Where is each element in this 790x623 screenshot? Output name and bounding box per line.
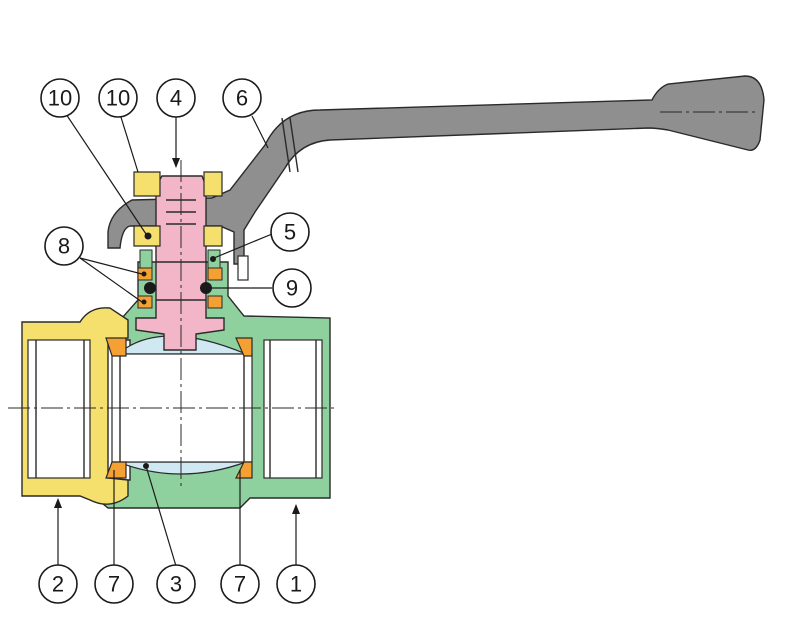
callout-4: 4: [156, 78, 196, 118]
handle-stop-tab: [237, 255, 249, 281]
leader-8b: [79, 257, 143, 303]
stem-nut: [133, 171, 223, 247]
nut-marker-dot: [144, 232, 152, 240]
callout-6: 6: [222, 78, 262, 118]
seats: [105, 337, 253, 479]
callout-10a: 10: [40, 78, 80, 118]
oring-upper-right: [207, 267, 223, 281]
leader-5: [213, 233, 273, 259]
handle-lever: [107, 75, 765, 265]
callout-8-label: 8: [58, 234, 70, 259]
body-right-port: [263, 339, 323, 479]
callout-4-label: 4: [170, 86, 182, 111]
stem-seals: [137, 249, 223, 309]
handle-break-line-a: [281, 117, 291, 173]
handle-break-line-b: [289, 117, 299, 173]
seat-top-left: [105, 337, 127, 357]
callouts: 10 10 4 6 8 5 9 2: [38, 78, 316, 604]
callout-6-label: 6: [236, 86, 248, 111]
leader-3: [145, 465, 177, 567]
leader-6: [251, 115, 269, 149]
callout-9-label: 9: [286, 276, 298, 301]
leader-1-arrow: [292, 504, 300, 514]
callout-7a: 7: [94, 564, 134, 604]
ball: [111, 335, 253, 475]
callout-5-label: 5: [284, 220, 296, 245]
callout-3: 3: [156, 564, 196, 604]
callout-10b: 10: [98, 78, 138, 118]
oring-9-right: [200, 282, 212, 294]
nut-top-right: [203, 171, 223, 197]
nut-lower-right: [203, 225, 223, 247]
callout-7a-label: 7: [108, 572, 120, 597]
callout-10a-label: 10: [48, 86, 72, 111]
callout-5: 5: [270, 212, 310, 252]
callout-8: 8: [44, 226, 84, 266]
oring-8-dot-b: [141, 299, 147, 305]
leader-10a: [65, 113, 147, 235]
end-cap-left-port: [27, 339, 91, 479]
callout-1-label: 1: [290, 572, 302, 597]
callout-7b-label: 7: [234, 572, 246, 597]
callout-10b-label: 10: [106, 86, 130, 111]
leader-10b: [119, 113, 139, 173]
leader-lines: [54, 113, 300, 567]
oring-9-left: [144, 282, 156, 294]
packing-left: [139, 249, 153, 269]
end-cap: [21, 307, 129, 505]
seat-top-right: [235, 337, 253, 357]
leader-4-arrow: [172, 158, 180, 168]
leader-8a: [79, 257, 143, 275]
callout-1: 1: [276, 564, 316, 604]
handle: [107, 75, 765, 281]
callout-2-label: 2: [52, 572, 64, 597]
ball-bottom-cap: [117, 461, 247, 475]
seat-bottom-left: [105, 461, 127, 479]
callout-7b: 7: [220, 564, 260, 604]
callout-9: 9: [272, 268, 312, 308]
callout-3-label: 3: [170, 572, 182, 597]
oring-8-dot-a: [141, 271, 147, 277]
callout-2: 2: [38, 564, 78, 604]
oring-lower-right: [207, 295, 223, 309]
nut-top: [133, 171, 161, 197]
leader-2-arrow: [54, 498, 62, 508]
